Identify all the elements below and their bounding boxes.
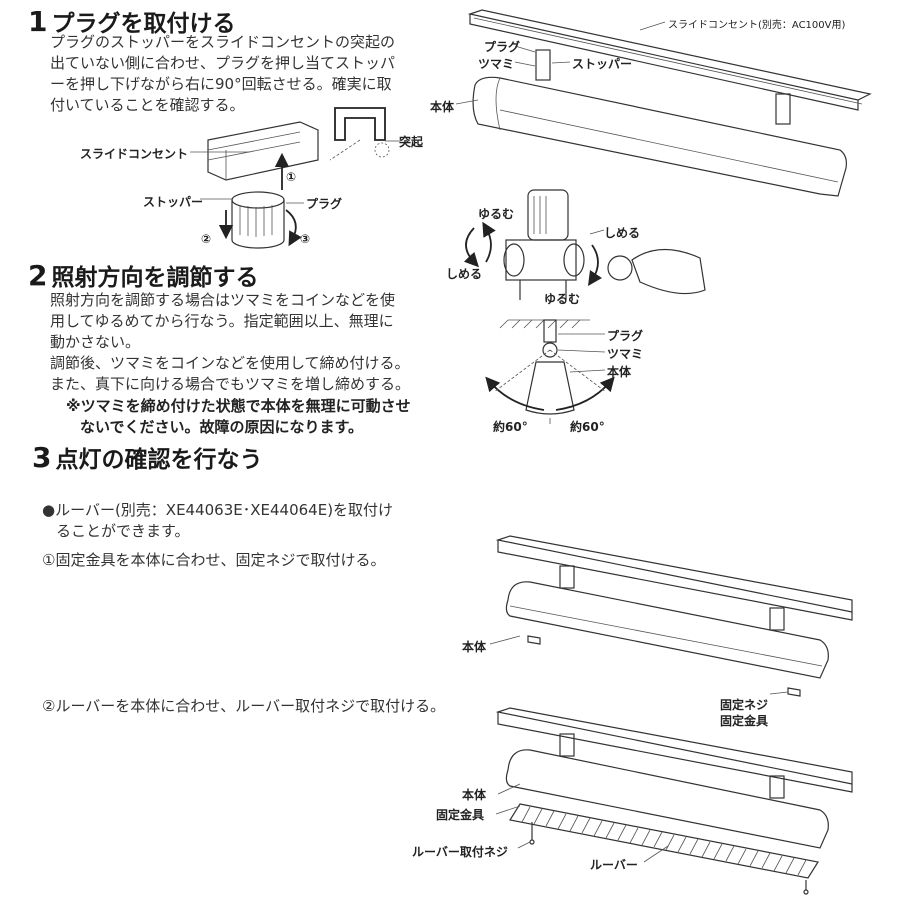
- label-stopper: ストッパー: [143, 195, 204, 209]
- label-slide-outlet: スライドコンセント: [80, 147, 189, 161]
- label-body-louver2: 本体: [462, 788, 487, 802]
- section2-line: 照射方向を調節する場合はツマミをコインなどを使: [50, 291, 396, 309]
- section2-line: 用してゆるめてから行なう。指定範囲以上、無理に: [50, 312, 394, 330]
- label-angle-left: 約60°: [493, 420, 528, 434]
- section2-line: また、真下に向ける場合でもツマミを増し締めする。: [50, 375, 411, 393]
- label-step2: ②: [201, 232, 212, 246]
- label-tighten-right: しめる: [604, 226, 641, 240]
- label-body-top: 本体: [430, 100, 455, 114]
- louver-step2: ②ルーバーを本体に合わせ、ルーバー取付ネジで取付ける。: [42, 697, 446, 715]
- section2-number: 2: [28, 259, 48, 292]
- section2-title: 照射方向を調節する: [51, 265, 259, 291]
- section1-line: ーを押し下げながら右に90°回転させる。確実に取: [50, 75, 392, 93]
- section2-note: ※ツマミを締め付けた状態で本体を無理に可動させ ないでください。故障の原因になり…: [66, 396, 411, 438]
- label-protrusion: 突起: [399, 135, 424, 149]
- label-plug-angle: プラグ: [607, 329, 644, 343]
- section2-line: 動かさない。: [50, 333, 141, 351]
- note-line: ※ツマミを締め付けた状態で本体を無理に可動させ: [66, 397, 411, 415]
- label-tighten-left: しめる: [446, 267, 483, 281]
- louver-step1: ①固定金具を本体に合わせ、固定ネジで取付ける。: [42, 551, 386, 569]
- label-knob-angle: ツマミ: [607, 347, 644, 361]
- section1-line: 付いていることを確認する。: [50, 96, 245, 114]
- label-body-louver1: 本体: [462, 640, 487, 654]
- section1-line: 出ていない側に合わせ、プラグを押し当てストッパ: [50, 54, 396, 72]
- section1-title: プラグを取付ける: [51, 11, 236, 37]
- label-loosen-bottom: ゆるむ: [544, 292, 581, 306]
- section3-title: 点灯の確認を行なう: [55, 447, 263, 473]
- label-step3: ③: [300, 232, 311, 246]
- section2-text: 照射方向を調節する場合はツマミをコインなどを使 用してゆるめてから行なう。指定範…: [50, 290, 410, 395]
- label-stopper-top: ストッパー: [572, 57, 633, 71]
- label-fixing-bracket: 固定金具: [720, 714, 769, 728]
- section2-line: 調節後、ツマミをコインなどを使用して締め付ける。: [50, 354, 410, 372]
- label-step1: ①: [286, 170, 297, 184]
- label-knob-top: ツマミ: [478, 57, 515, 71]
- label-louver-screw: ルーバー取付ネジ: [412, 845, 508, 859]
- section3-number: 3: [32, 441, 52, 474]
- louver-line: ることができます。: [56, 522, 190, 540]
- label-slide-outlet-sold-separately: スライドコンセント(別売：AC100V用): [668, 20, 846, 31]
- louver-text: ●ルーバー(別売：XE44063E･XE44064E)を取付け ることができます…: [42, 500, 393, 542]
- label-louver: ルーバー: [590, 858, 638, 872]
- label-fixing-bracket-louver2: 固定金具: [436, 808, 485, 822]
- section1-text: プラグのストッパーをスライドコンセントの突起の 出ていない側に合わせ、プラグを押…: [50, 32, 395, 116]
- section1-line: プラグのストッパーをスライドコンセントの突起の: [50, 33, 396, 51]
- label-body-angle: 本体: [607, 365, 632, 379]
- label-loosen-top: ゆるむ: [478, 207, 515, 221]
- section1-number: 1: [28, 5, 48, 38]
- note-line: ないでください。故障の原因になります。: [80, 418, 364, 436]
- label-fixing-screw: 固定ネジ: [720, 698, 769, 712]
- louver-line: ●ルーバー(別売：XE44063E･XE44064E)を取付け: [42, 501, 394, 519]
- label-angle-right: 約60°: [570, 420, 605, 434]
- label-plug: プラグ: [306, 197, 343, 211]
- label-plug-top: プラグ: [484, 40, 521, 54]
